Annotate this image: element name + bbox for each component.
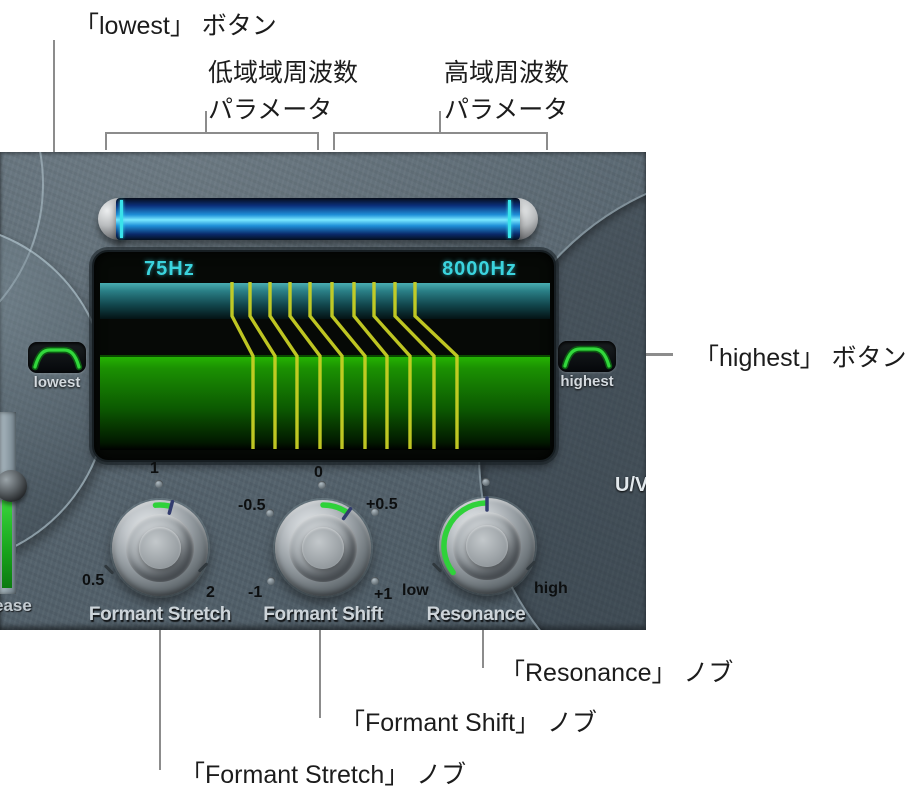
shift-scale-p1: +1	[374, 586, 393, 603]
annotation-lowest-button: 「lowest」 ボタン	[74, 12, 277, 40]
knob-tick-dot	[371, 577, 379, 585]
plugin-panel: 75Hz 8000Hz lowest highest U/V	[0, 152, 646, 630]
annotation-high-freq-line1: 高域周波数	[444, 59, 570, 87]
bracket-low-freq-left-tick	[105, 132, 107, 150]
resonance-scale-low: low	[402, 582, 429, 599]
callout-line-formant-stretch	[159, 630, 161, 770]
knob-cap	[466, 525, 508, 567]
bracket-low-freq-right-tick	[317, 132, 319, 150]
knob-tick-dot	[266, 509, 274, 517]
formant-stretch-label: Formant Stretch	[88, 604, 232, 625]
callout-line-resonance	[482, 630, 484, 668]
annotation-high-freq-params: 高域周波数 パラメータ	[444, 55, 569, 129]
formant-shift-knob[interactable]	[275, 500, 371, 596]
bracket-low-freq-stem	[205, 111, 207, 134]
bandpass-curve-icon	[31, 346, 83, 371]
uv-section-label: U/V	[615, 474, 646, 496]
knob-tick-dot	[318, 481, 326, 489]
knob-cap	[139, 527, 181, 569]
knob-tick-mark	[431, 562, 443, 573]
lowest-button-label: lowest	[33, 374, 81, 391]
highest-button[interactable]	[558, 341, 616, 372]
bandpass-curve-icon	[561, 345, 613, 370]
annotation-low-freq-line1: 低域域周波数	[208, 59, 359, 87]
stretch-scale-max: 2	[206, 584, 215, 601]
display-low-freq-value: 75Hz	[144, 258, 195, 280]
resonance-label: Resonance	[426, 604, 526, 625]
bracket-high-freq-stem	[439, 111, 441, 134]
annotation-high-freq-line2: パラメータ	[444, 96, 569, 124]
resonance-knob[interactable]	[439, 498, 535, 594]
bracket-low-freq	[105, 132, 319, 134]
callout-line-formant-shift	[319, 630, 321, 718]
knob-tick-mark	[103, 564, 115, 575]
bracket-high-freq-left-tick	[333, 132, 335, 150]
knob-tick-dot	[267, 577, 275, 585]
annotation-formant-shift-knob: 「Formant Shift」 ノブ	[340, 709, 597, 737]
knob-tick-dot	[155, 480, 163, 488]
knob-cap	[302, 527, 344, 569]
stretch-scale-min: 0.5	[82, 572, 105, 589]
annotation-low-freq-params: 低域域周波数 パラメータ	[208, 55, 358, 129]
release-slider-handle[interactable]	[0, 470, 27, 502]
lowest-button[interactable]	[28, 342, 86, 373]
shift-scale-m05: -0.5	[238, 497, 266, 514]
knob-tick-dot	[371, 508, 379, 516]
shift-scale-0: 0	[314, 464, 323, 481]
analysis-band-strip	[100, 283, 550, 319]
annotation-resonance-knob: 「Resonance」 ノブ	[500, 659, 734, 687]
shift-scale-p05: +0.5	[366, 496, 398, 513]
synthesis-band-strip	[100, 355, 550, 450]
release-slider-partial-label: ease	[0, 596, 32, 615]
release-slider-value-fill	[2, 500, 12, 588]
highest-button-label: highest	[560, 373, 614, 390]
resonance-scale-high: high	[534, 580, 568, 597]
shift-scale-m1: -1	[248, 584, 263, 601]
formant-display: 75Hz 8000Hz	[92, 250, 556, 462]
formant-stretch-knob[interactable]	[112, 500, 208, 596]
annotation-low-freq-line2: パラメータ	[208, 96, 333, 124]
freq-range-low-tick	[120, 200, 123, 238]
formant-shift-label: Formant Shift	[263, 604, 383, 625]
knob-tick-dot	[482, 478, 490, 486]
freq-range-slider[interactable]	[116, 198, 520, 240]
formant-lines-svg	[230, 282, 459, 449]
bracket-high-freq-right-tick	[546, 132, 548, 150]
stretch-scale-1: 1	[150, 460, 159, 477]
annotation-formant-stretch-knob: 「Formant Stretch」 ノブ	[180, 761, 467, 789]
freq-range-high-tick	[508, 200, 511, 238]
annotation-highest-button: 「highest」 ボタン	[694, 344, 907, 372]
display-high-freq-value: 8000Hz	[442, 258, 517, 280]
